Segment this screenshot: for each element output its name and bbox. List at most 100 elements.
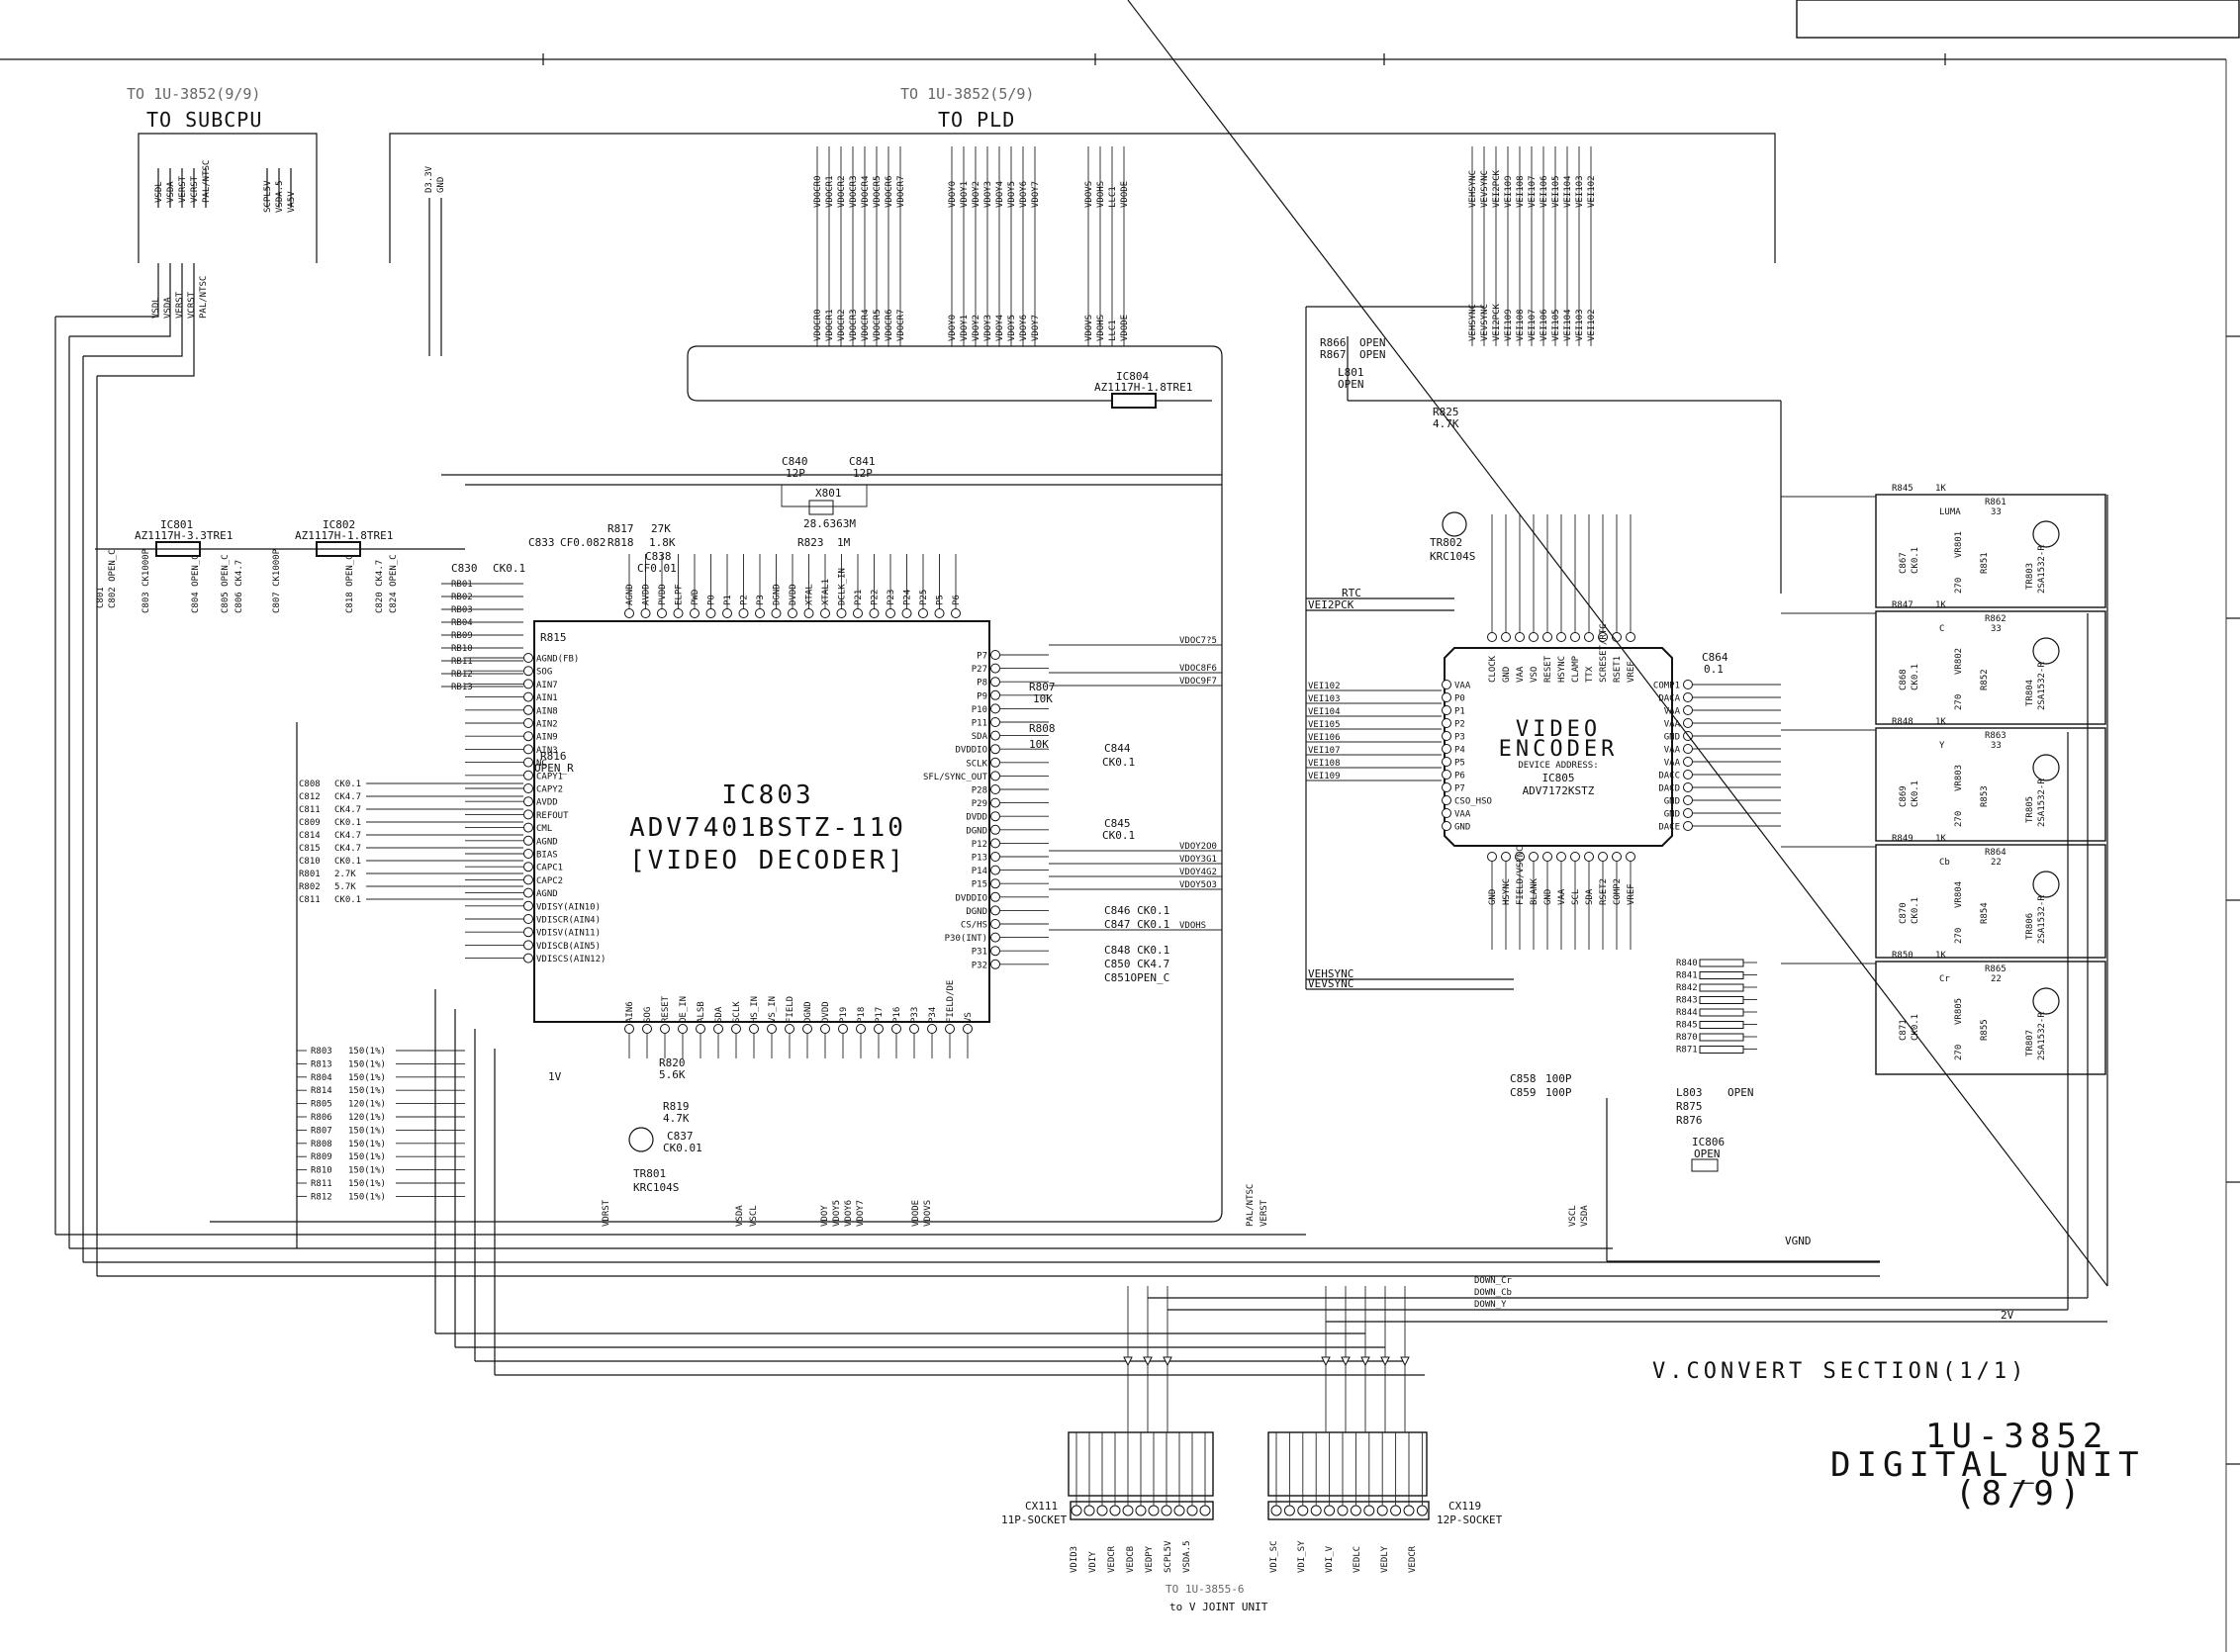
capl-val-4: CK4.7: [334, 831, 361, 841]
pld-g3-top-10: VEI102: [1587, 175, 1597, 208]
stage-re-1: R852: [1980, 669, 1990, 690]
stage-rbv-3: 22: [1991, 858, 2002, 868]
dec-left-pin-2: AIN7: [536, 681, 558, 690]
capl-val-2: CK4.7: [334, 805, 361, 815]
pld-g2-bot-2: LLC1: [1108, 320, 1118, 341]
capl-ref-1: C812: [299, 792, 321, 802]
pld-g3-bot-7: VEI105: [1551, 309, 1561, 341]
stage-trpart-4: 2SA1532-R: [2037, 1012, 2047, 1060]
svg-text:C804 OPEN_C: C804 OPEN_C: [191, 554, 201, 613]
dec-top-pin-14: P21: [854, 590, 864, 605]
encoder-title-2: ENCODER: [1499, 737, 1619, 762]
capl-ref-7: R801: [299, 870, 321, 879]
pld-g0-bot-3: VDOCR3: [849, 309, 859, 341]
pld-g3-bot-4: VEI108: [1516, 309, 1526, 341]
encoder-sync-nets: RTC VEI2PCK VEHSYNC VEVSYNC: [1305, 306, 1514, 990]
enc-top-pin-8: SCRESET/RTC: [1599, 623, 1609, 683]
enc-bottom-pin-3: BLANK: [1530, 877, 1540, 905]
stage-rb-1: R862: [1985, 614, 2007, 624]
stage-cap-1: C868: [1899, 669, 1909, 690]
stage-tr-0: TR803: [2025, 563, 2035, 590]
pld-g3-bot-9: VEI103: [1575, 309, 1585, 341]
dec-bottom-pin-12: P19: [839, 1007, 849, 1023]
pld-title: TO PLD: [938, 108, 1015, 132]
enc-right-pin-5: VAA: [1664, 746, 1681, 756]
decoder-ic803: IC803 ADV7401BSTZ-110 [VIDEO DECODER]: [533, 620, 990, 1023]
stage-cap-4: C871: [1899, 1019, 1909, 1041]
r820-ref: R820: [659, 1056, 686, 1069]
enc-input-7: VEI109: [1308, 772, 1341, 781]
pld-g3-bot-0: VEHSYNC: [1468, 304, 1478, 341]
capl-ref-3: C809: [299, 818, 321, 828]
r8-ref-1: RB02: [451, 593, 473, 602]
dec-output-5: VDOY4G2: [1179, 868, 1217, 877]
enc-top-pin-5: HSYNC: [1557, 656, 1567, 683]
cx111-pin-6: VSDA.5: [1182, 1540, 1192, 1573]
r867-ref: R867: [1320, 348, 1347, 361]
outres-5: R845: [1676, 1021, 1698, 1031]
capl-ref-0: C808: [299, 780, 321, 789]
dec-right-pin-10: P28: [972, 786, 987, 796]
outres-2: R842: [1676, 983, 1698, 993]
pld-g0-top-3: VDOCR3: [849, 175, 859, 208]
lin-ref-4: R805: [311, 1100, 332, 1110]
subcpu-labels: VSDL VSDA VERST VCRST PAL/NTSC SCPL5V VS…: [151, 160, 297, 319]
pld-g1-bot-1: VDOY1: [960, 315, 970, 341]
connector-cx119: CX119 12P-SOCKET: [1267, 1431, 1503, 1526]
bottom-bus: DOWN_Cr DOWN_Cb DOWN_Y 2V: [54, 0, 2108, 1376]
lin-val-9: 150(1%): [348, 1166, 386, 1176]
dec-top-pin-1: AVDD: [642, 584, 652, 605]
ic801-part: AZ1117H-3.3TRE1: [135, 529, 233, 542]
pld-g3-top-6: VEI106: [1540, 175, 1549, 208]
regulator-ic802: IC802 AZ1117H-1.8TRE1: [295, 518, 393, 557]
dec-bottom-pin-19: VS: [964, 1012, 974, 1023]
bottom-net-11: VSCL: [1568, 1205, 1578, 1227]
dec-top-pin-3: ELPF: [675, 584, 685, 605]
capl-val-9: CK0.1: [334, 895, 361, 905]
stage-rev-2: 270: [1954, 811, 1964, 827]
two-volt-label: 2V: [2001, 1309, 2014, 1322]
pld-g0-bot-2: VDOCR2: [837, 309, 847, 341]
r819-ref: R819: [663, 1100, 690, 1113]
encoder-input-nets: VEI102VEI103VEI104VEI105VEI106VEI107VEI1…: [1306, 682, 1442, 781]
stage-re-4: R855: [1980, 1019, 1990, 1041]
stage-capv-2: CK0.1: [1911, 780, 1920, 807]
enc-input-4: VEI106: [1308, 733, 1341, 743]
r823-ref: R823: [797, 536, 824, 549]
cx119-pin-3: VEDLC: [1353, 1546, 1362, 1573]
r819-val: 4.7K: [663, 1112, 690, 1125]
pld-g2-top-2: LLC1: [1108, 186, 1118, 208]
lin-ref-8: R809: [311, 1152, 332, 1162]
pld-g3-bot-1: VEVSYNC: [1480, 304, 1490, 341]
dec-top-pin-11: XTAL: [805, 584, 815, 605]
tr801-ref: TR801: [633, 1167, 666, 1180]
stage-capv-4: CK0.1: [1911, 1014, 1920, 1041]
stage-re-3: R854: [1980, 902, 1990, 924]
decoder-left-pins: AGND(FB)SOGAIN7AIN1AIN8AIN2AIN9AIN3NCCAP…: [465, 653, 606, 964]
r817-ref: R817: [607, 522, 634, 535]
lin-val-1: 150(1%): [348, 1059, 386, 1069]
pld-g0-bot-7: VDOCR7: [896, 309, 906, 341]
pld-g0-top-0: VDOCR0: [813, 175, 823, 208]
c848-lbl: C848 CK0.1: [1104, 944, 1169, 957]
c845-val: CK0.1: [1102, 829, 1135, 842]
capl-val-1: CK4.7: [334, 792, 361, 802]
stage-tag-4: Cr: [1939, 974, 1950, 984]
dec-right-pin-16: P14: [972, 867, 987, 876]
c833-ref: C833: [528, 536, 555, 549]
stage-rin-3: R849: [1892, 834, 1913, 844]
down-y-label: DOWN_Y: [1474, 1300, 1507, 1310]
dec-top-pin-9: DGND: [773, 584, 783, 605]
x801-freq: 28.6363M: [803, 517, 856, 530]
r8-ref-7: RB12: [451, 670, 473, 680]
dec-bottom-pin-2: RESET: [661, 995, 671, 1023]
lin-ref-0: R803: [311, 1047, 332, 1056]
stage-trpart-1: 2SA1532-R: [2037, 662, 2047, 710]
pld-g3-top-1: VEVSYNC: [1480, 170, 1490, 208]
dec-top-pin-19: P5: [936, 595, 946, 605]
c838-val: CF0.01: [637, 562, 677, 575]
title-block-box: [1796, 0, 2240, 39]
dec-right-pin-15: P13: [972, 854, 987, 864]
pld-g0-top-2: VDOCR2: [837, 175, 847, 208]
